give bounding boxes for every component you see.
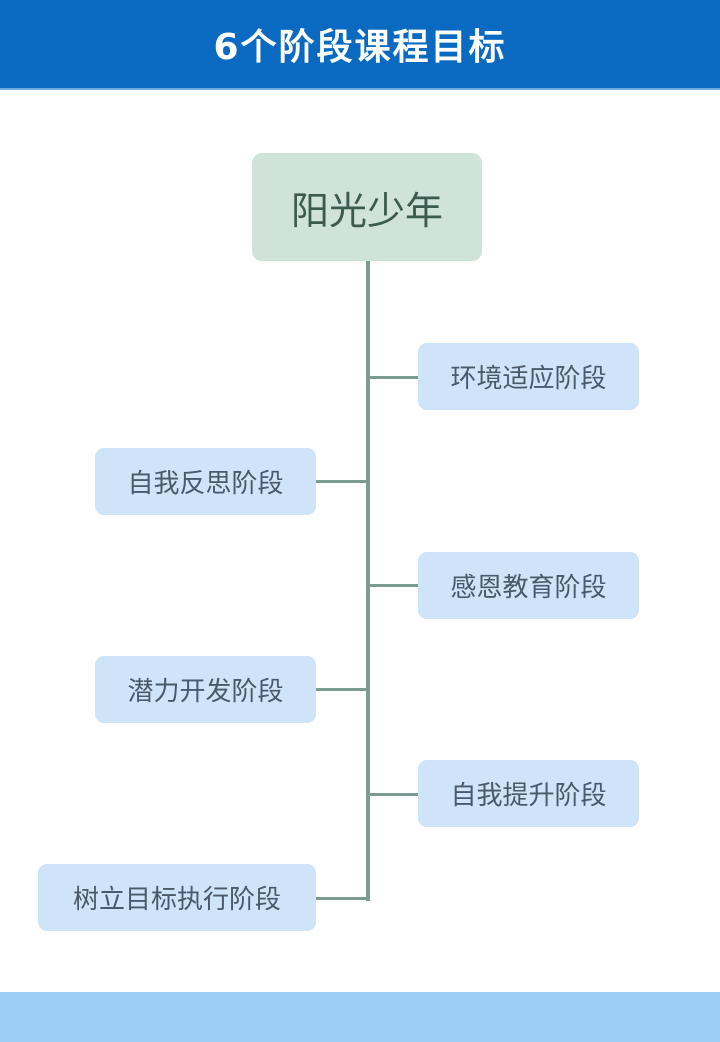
- branch-line-6: [316, 897, 368, 900]
- branch-line-3: [368, 584, 418, 587]
- header-bar: 6个阶段课程目标: [0, 0, 720, 90]
- stage-label: 自我反思阶段: [127, 469, 284, 499]
- stage-label: 树立目标执行阶段: [72, 885, 281, 915]
- branch-line-4: [316, 688, 368, 691]
- stage-label: 自我提升阶段: [450, 781, 607, 811]
- branch-line-2: [316, 480, 368, 483]
- stage-label: 潜力开发阶段: [127, 677, 284, 707]
- stage-node-2: 自我反思阶段: [95, 448, 316, 515]
- page-title: 6个阶段课程目标: [213, 27, 507, 68]
- stage-label: 环境适应阶段: [450, 364, 607, 394]
- stage-node-1: 环境适应阶段: [418, 343, 639, 410]
- stage-node-5: 自我提升阶段: [418, 760, 639, 827]
- stage-node-6: 树立目标执行阶段: [38, 864, 316, 931]
- footer-band: [0, 992, 720, 1042]
- branch-line-1: [368, 376, 418, 379]
- stage-node-3: 感恩教育阶段: [418, 552, 639, 619]
- branch-line-5: [368, 793, 418, 796]
- trunk-line: [366, 261, 370, 901]
- root-node-label: 阳光少年: [290, 188, 443, 233]
- stage-node-4: 潜力开发阶段: [95, 656, 316, 723]
- root-node: 阳光少年: [252, 153, 482, 261]
- stage-label: 感恩教育阶段: [450, 573, 607, 603]
